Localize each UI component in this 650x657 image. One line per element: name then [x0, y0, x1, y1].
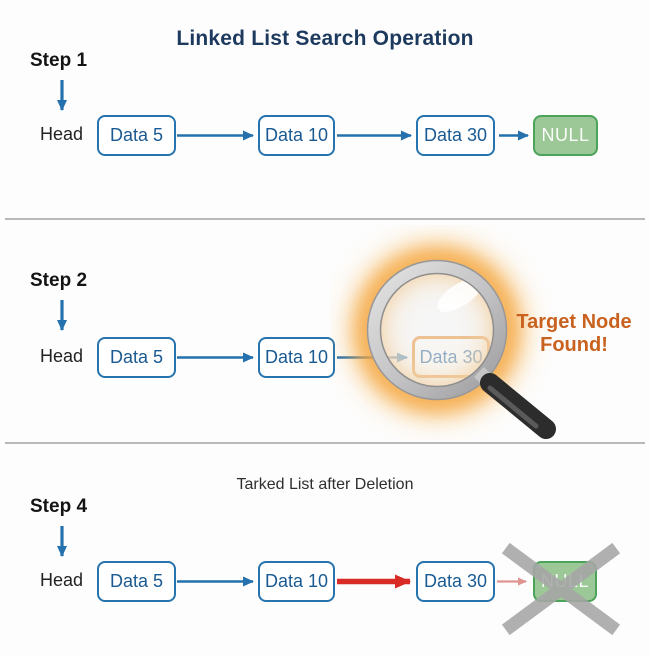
target-found-line1: Target Node [516, 311, 632, 333]
target-found-callout: Target Node Found! [498, 311, 650, 357]
step1-label: Step 1 [30, 50, 88, 71]
step4-head-label: Head [40, 570, 84, 590]
step1-node-data30: Data 30 [416, 115, 495, 156]
step1-node-null: NULL [533, 115, 598, 156]
step4-node-data5: Data 5 [97, 561, 176, 602]
step2-label: Step 2 [30, 270, 88, 291]
step4-subtitle: Tarked List after Deletion [236, 476, 414, 493]
step4-node-null-deleted: NULL [533, 561, 597, 602]
step1-node-data5: Data 5 [97, 115, 176, 156]
page-title: Linked List Search Operation [176, 27, 474, 50]
step4-node-data10: Data 10 [258, 561, 335, 602]
step2-head-label: Head [40, 346, 84, 366]
step4-label: Step 4 [30, 496, 88, 517]
step2-node-data30-highlighted: Data 30 [412, 336, 490, 378]
section-divider [5, 218, 645, 220]
section-divider [5, 442, 645, 444]
target-found-line2: Found! [540, 334, 608, 357]
step1-node-data10: Data 10 [258, 115, 335, 156]
step4-node-data30: Data 30 [416, 561, 495, 602]
step1-head-label: Head [40, 124, 84, 144]
step2-node-data5: Data 5 [97, 337, 176, 378]
step2-node-data10: Data 10 [258, 337, 335, 378]
